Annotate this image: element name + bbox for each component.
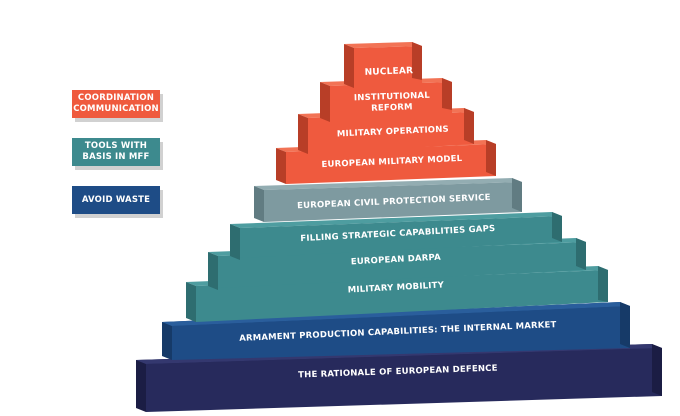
legend-label-line: COORDINATION: [77, 93, 155, 103]
layer-civil-protection-block: [254, 178, 522, 222]
label-institutional-reform-line1: INSTITUTIONAL: [354, 91, 431, 104]
layer-internal-market-block: [162, 302, 630, 360]
legend-avoid-waste: AVOID WASTE: [72, 186, 160, 214]
legend-label-line: BASIS IN MFF: [82, 152, 150, 162]
layer-red-block: [276, 42, 496, 184]
legend-tools-with-basis-in-mff: TOOLS WITH BASIS IN MFF: [72, 138, 160, 166]
label-institutional-reform-line2: REFORM: [371, 102, 413, 113]
label-nuclear: NUCLEAR: [364, 66, 413, 78]
legend-coordination-communication: COORDINATION COMMUNICATION: [72, 90, 160, 118]
legend-label-line: COMMUNICATION: [73, 104, 159, 114]
legend-label-line: AVOID WASTE: [81, 194, 151, 205]
layer-rationale-block: [136, 344, 662, 412]
legend-label-line: TOOLS WITH: [84, 141, 148, 151]
label-european-darpa: EUROPEAN DARPA: [351, 253, 442, 268]
layer-teal-block: [186, 212, 608, 322]
label-military-operations: MILITARY OPERATIONS: [337, 125, 449, 140]
